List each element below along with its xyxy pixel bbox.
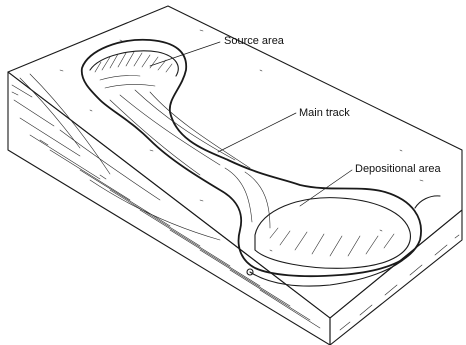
main-track-flowlines [110,90,270,228]
label-main-track: Main track [299,107,350,119]
depositional-area-hatching [270,228,394,256]
label-depositional-area: Depositional area [355,163,441,175]
block-left-face [8,72,330,345]
leader-main-track [218,113,296,152]
leader-lines [150,42,352,206]
terrain-surface [8,6,462,318]
label-source-area: Source area [224,35,285,47]
stream-channel [250,196,440,286]
block-right-face [330,210,462,345]
